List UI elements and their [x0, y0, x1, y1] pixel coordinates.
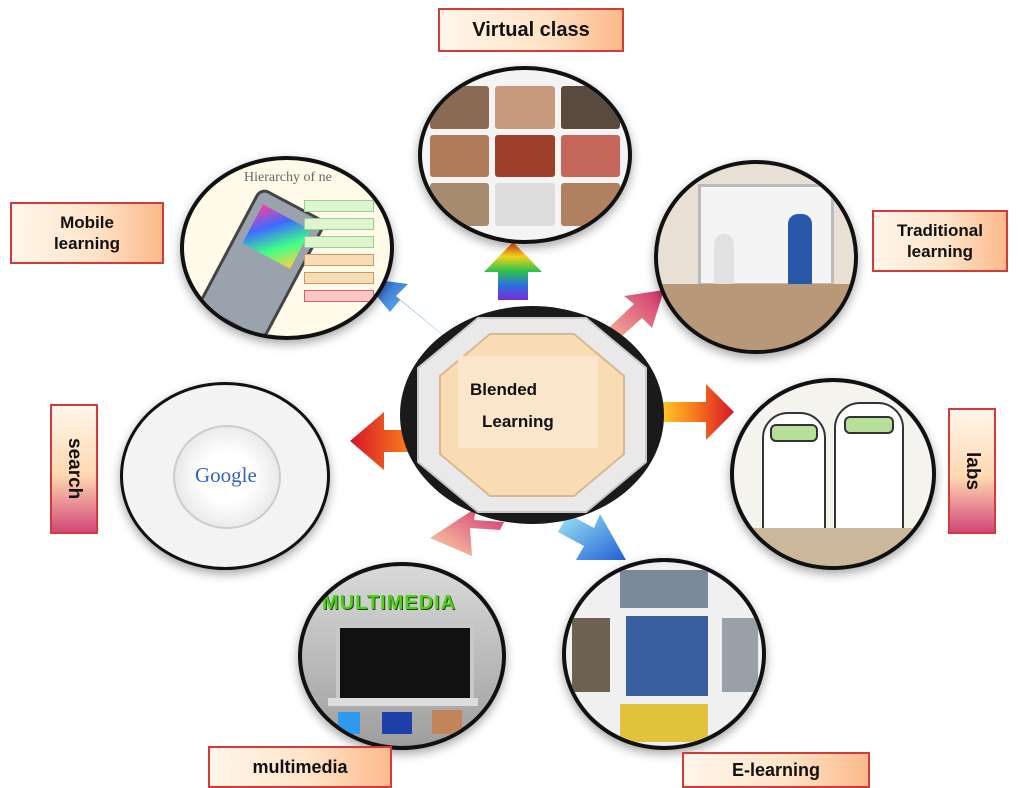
arrow-left [350, 412, 456, 470]
label-traditional-learning-text: Traditional learning [897, 220, 983, 261]
search-image: Google [120, 382, 330, 570]
elearning-photo-right [722, 618, 758, 692]
goggles-icon [844, 416, 894, 434]
label-elearning: E-learning [682, 752, 870, 788]
hierarchy-list [304, 200, 374, 320]
laptop-icon [336, 624, 474, 704]
label-multimedia-text: multimedia [252, 756, 348, 777]
elearning-image [562, 558, 766, 750]
elearning-photo-left [572, 618, 610, 692]
center-title-line1: Blended [470, 380, 538, 399]
lab-bench [734, 528, 932, 566]
traditional-learning-image [654, 160, 858, 354]
label-mobile-learning-text: Mobile learning [53, 212, 121, 253]
arrow-upper-left [362, 278, 446, 338]
label-search: search [50, 404, 98, 534]
arrow-right [660, 384, 734, 440]
arrow-up [484, 242, 542, 300]
center-hub: Blended Learning [398, 304, 666, 526]
search-logo-ring [173, 425, 281, 529]
desks [658, 284, 854, 350]
video-grid [430, 86, 620, 226]
search-logo-text: Google [195, 463, 257, 487]
virtual-class-image [418, 66, 632, 244]
elearning-photo-center [626, 616, 708, 696]
elearning-photo-top [620, 570, 708, 608]
labs-image [730, 378, 936, 570]
music-icon [338, 712, 360, 734]
label-virtual-class-text: Virtual class [472, 18, 590, 41]
arrow-lower-left [430, 508, 504, 556]
label-traditional-learning: Traditional learning [872, 210, 1008, 272]
label-labs: labs [948, 408, 996, 534]
elearning-photo-bottom [620, 704, 708, 742]
label-multimedia: multimedia [208, 746, 392, 788]
label-labs-text: labs [961, 451, 983, 491]
center-octagon-shape [400, 306, 664, 524]
video-icon [382, 712, 412, 734]
photo-icon [432, 710, 462, 734]
label-elearning-text: E-learning [731, 759, 820, 780]
laptop-base [328, 698, 478, 706]
mobile-learning-image: Hierarchy of ne [180, 156, 394, 340]
label-mobile-learning: Mobile learning [10, 202, 164, 264]
multimedia-image: MULTIMEDIA [298, 562, 506, 750]
multimedia-banner: MULTIMEDIA [322, 592, 457, 614]
center-title-line2: Learning [482, 412, 554, 431]
goggles-icon [770, 424, 818, 442]
label-search-text: search [63, 438, 85, 500]
mobile-caption: Hierarchy of ne [244, 170, 332, 185]
label-virtual-class: Virtual class [438, 8, 624, 52]
arrow-lower-right [558, 514, 626, 560]
